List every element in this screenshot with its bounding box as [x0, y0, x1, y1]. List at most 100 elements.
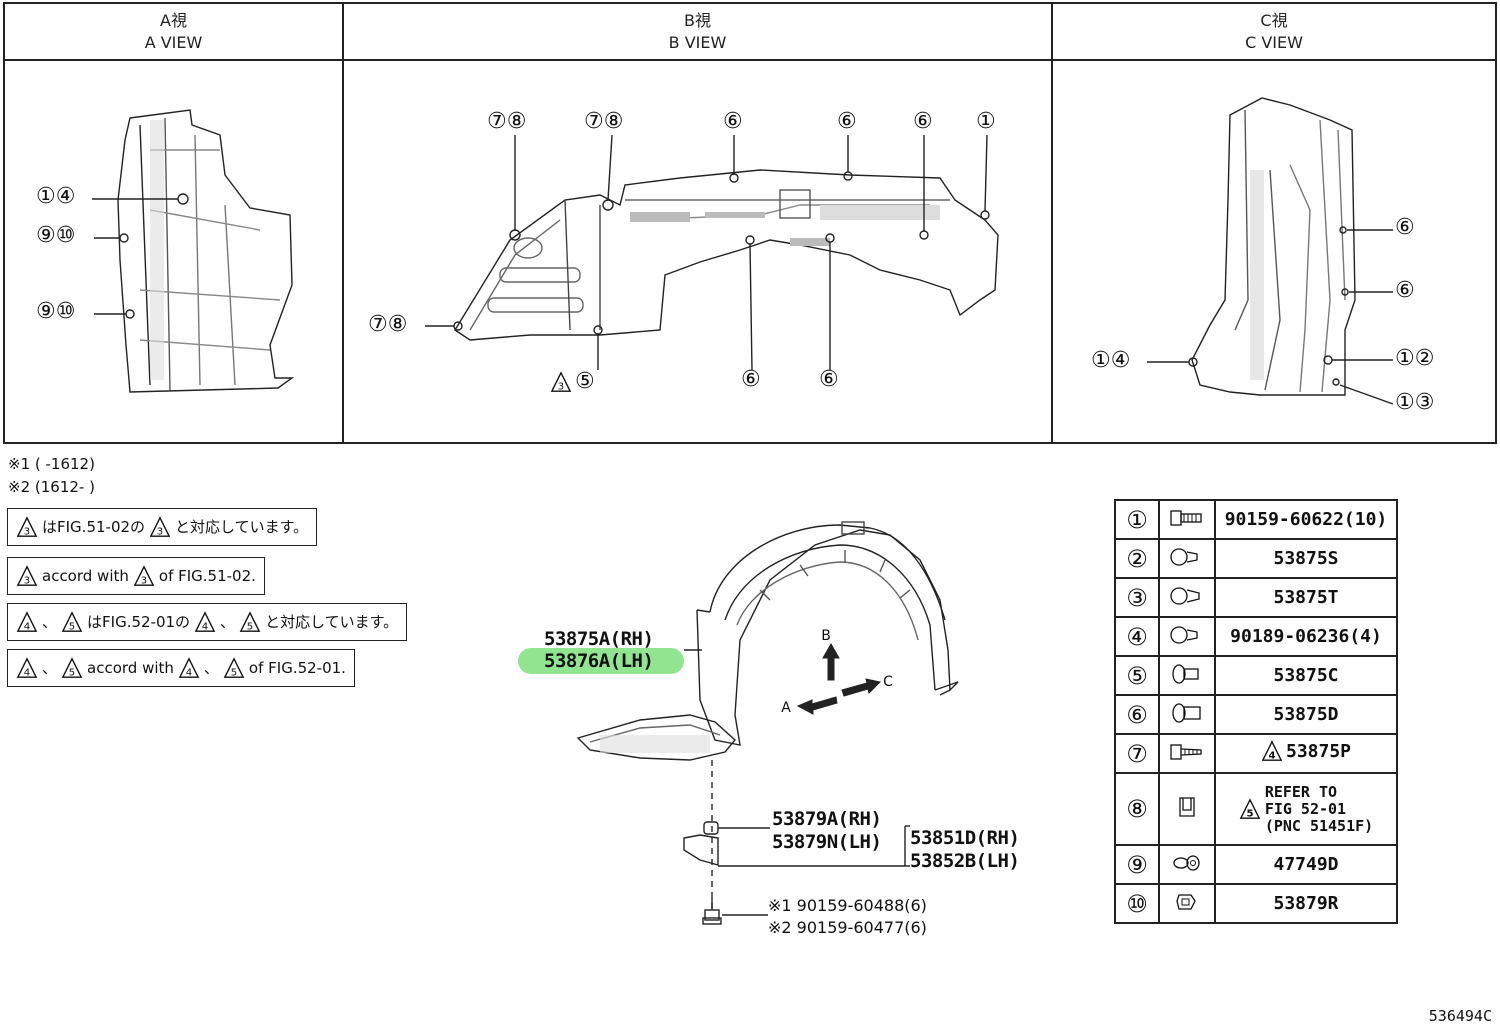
svg-text:3: 3 — [141, 575, 147, 586]
triangle-icon: 4 — [194, 611, 216, 632]
rivet-icon — [1158, 694, 1216, 735]
note-box-jp-2-sep2: 、 — [220, 613, 236, 631]
note-box-en-2-sep2: 、 — [203, 659, 219, 677]
triangle-icon: 4 — [16, 657, 38, 678]
bolt-label-1: ※1 90159-60488(6) — [768, 896, 927, 915]
legend-part: 53875C — [1214, 655, 1398, 696]
legend-part: 90159-60622(10) — [1214, 499, 1398, 540]
screw-icon — [1158, 733, 1216, 774]
legend-number: ④ — [1114, 616, 1160, 657]
triangle-icon: 4 — [1261, 740, 1283, 761]
note-1: ※1 ( -1612) — [8, 455, 95, 473]
nut-icon — [1158, 772, 1216, 846]
view-header-divider — [3, 59, 1497, 61]
legend-part: 53875S — [1214, 538, 1398, 579]
note-box-en-2-sep1: 、 — [42, 659, 58, 677]
callout-c-1-3: ①③ — [1395, 390, 1435, 415]
legend-part: 90189-06236(4) — [1214, 616, 1398, 657]
view-b-title-jp: B視 — [684, 11, 711, 30]
bolt-icon — [1158, 499, 1216, 540]
triangle-icon: 4 — [16, 611, 38, 632]
callout-a-9-10-upper: ⑨⑩ — [36, 223, 76, 248]
callout-b-6-d: ⑥ — [741, 367, 761, 392]
legend-row: ⑤ 53875C — [1114, 655, 1398, 696]
triangle-icon: 5 — [223, 657, 245, 678]
callout-b-7-8-left: ⑦⑧ — [487, 109, 527, 134]
note-box-jp-2-sep1: 、 — [42, 613, 58, 631]
callout-b-tri3-5: 3 ⑤ — [550, 369, 595, 394]
clip-icon — [1158, 577, 1216, 618]
note-box-jp-1-end: と対応しています。 — [175, 518, 309, 536]
view-b-title: B視 B VIEW — [342, 10, 1053, 54]
svg-text:3: 3 — [24, 575, 30, 586]
legend-part: 53875D — [1214, 694, 1398, 735]
legend-row: ⑧ 5 REFER TO FIG 52-01 (PNC 51451F) — [1114, 772, 1398, 846]
note-box-en-2-mid: accord with — [87, 659, 174, 677]
triangle-icon: 3 — [16, 516, 38, 537]
callout-a-1-4: ①④ — [36, 184, 76, 209]
view-c-drawing — [1147, 97, 1394, 405]
svg-text:4: 4 — [24, 621, 30, 632]
legend-part: 47749D — [1214, 844, 1398, 885]
note-box-jp-1: 3 はFIG.51-02の 3 と対応しています。 — [7, 508, 318, 546]
bracket-lh-label: 53852B(LH) — [910, 850, 1020, 872]
view-a-drawing — [92, 109, 295, 393]
callout-b-5-label: ⑤ — [575, 369, 595, 394]
svg-text:4: 4 — [186, 667, 192, 678]
legend-part: 53875T — [1214, 577, 1398, 618]
svg-text:5: 5 — [69, 621, 75, 632]
note-2: ※2 (1612- ) — [8, 478, 95, 496]
triangle-icon: 3 — [16, 565, 38, 586]
arrow-a-label: A — [781, 700, 791, 716]
view-b-title-en: B VIEW — [668, 33, 727, 52]
clip-lh-label: 53879N(LH) — [772, 831, 882, 853]
note-box-en-1: 3 accord with 3 of FIG.51-02. — [7, 557, 265, 595]
legend-row: ② 53875S — [1114, 538, 1398, 579]
bolt-label-2: ※2 90159-60477(6) — [768, 918, 927, 937]
note-box-jp-1-mid: はFIG.51-02の — [42, 518, 146, 536]
svg-text:4: 4 — [24, 667, 30, 678]
note-box-jp-2-end: と対応しています。 — [265, 613, 399, 631]
legend-number: ② — [1114, 538, 1160, 579]
legend-part: 5 REFER TO FIG 52-01 (PNC 51451F) — [1214, 772, 1398, 846]
svg-text:3: 3 — [558, 381, 564, 392]
rivet-icon — [1158, 655, 1216, 696]
fastener-legend-table: ① 90159-60622(10) ② 53875S ③ 53875T ④ — [1114, 499, 1398, 924]
triangle-icon: 5 — [1239, 798, 1261, 819]
legend-row: ⑦ 4 53875P — [1114, 733, 1398, 774]
note-box-en-1-mid: accord with — [42, 567, 129, 585]
figure-code: 536494C — [1428, 1007, 1492, 1025]
callout-c-1-2: ①② — [1395, 346, 1435, 371]
legend-row: ③ 53875T — [1114, 577, 1398, 618]
view-c-title-jp: C視 — [1260, 11, 1288, 30]
callout-b-6-c: ⑥ — [913, 109, 933, 134]
callout-b-7-8-mid: ⑦⑧ — [584, 109, 624, 134]
callout-c-1-4: ①④ — [1091, 348, 1131, 373]
svg-text:3: 3 — [24, 526, 30, 537]
legend-row: ① 90159-60622(10) — [1114, 499, 1398, 540]
note-box-en-1-end: of FIG.51-02. — [158, 567, 256, 585]
svg-text:5: 5 — [231, 667, 237, 678]
triangle-3-icon: 3 — [550, 370, 572, 392]
legend-number: ⑥ — [1114, 694, 1160, 735]
arrow-c-label: C — [883, 674, 893, 690]
legend-number: ⑨ — [1114, 844, 1160, 885]
triangle-icon: 3 — [133, 565, 155, 586]
callout-b-6-e: ⑥ — [819, 367, 839, 392]
callout-b-7-8-bottom: ⑦⑧ — [368, 312, 408, 337]
legend-number: ① — [1114, 499, 1160, 540]
view-c-title-en: C VIEW — [1245, 33, 1303, 52]
triangle-icon: 5 — [61, 657, 83, 678]
callout-b-1: ① — [976, 109, 996, 134]
refer-line-1: REFER TO — [1264, 782, 1338, 801]
callout-a-9-10-lower: ⑨⑩ — [36, 299, 76, 324]
bracket-rh-label: 53851D(RH) — [910, 827, 1020, 849]
svg-text:5: 5 — [247, 621, 253, 632]
note-box-en-2: 4 、 5 accord with 4 、 5 of FIG.52-01. — [7, 649, 355, 687]
grommet-icon — [1158, 844, 1216, 885]
note-box-jp-2-mid: はFIG.52-01の — [87, 613, 191, 631]
legend-row: ⑩ 53879R — [1114, 883, 1398, 924]
legend-number: ⑧ — [1114, 772, 1160, 846]
